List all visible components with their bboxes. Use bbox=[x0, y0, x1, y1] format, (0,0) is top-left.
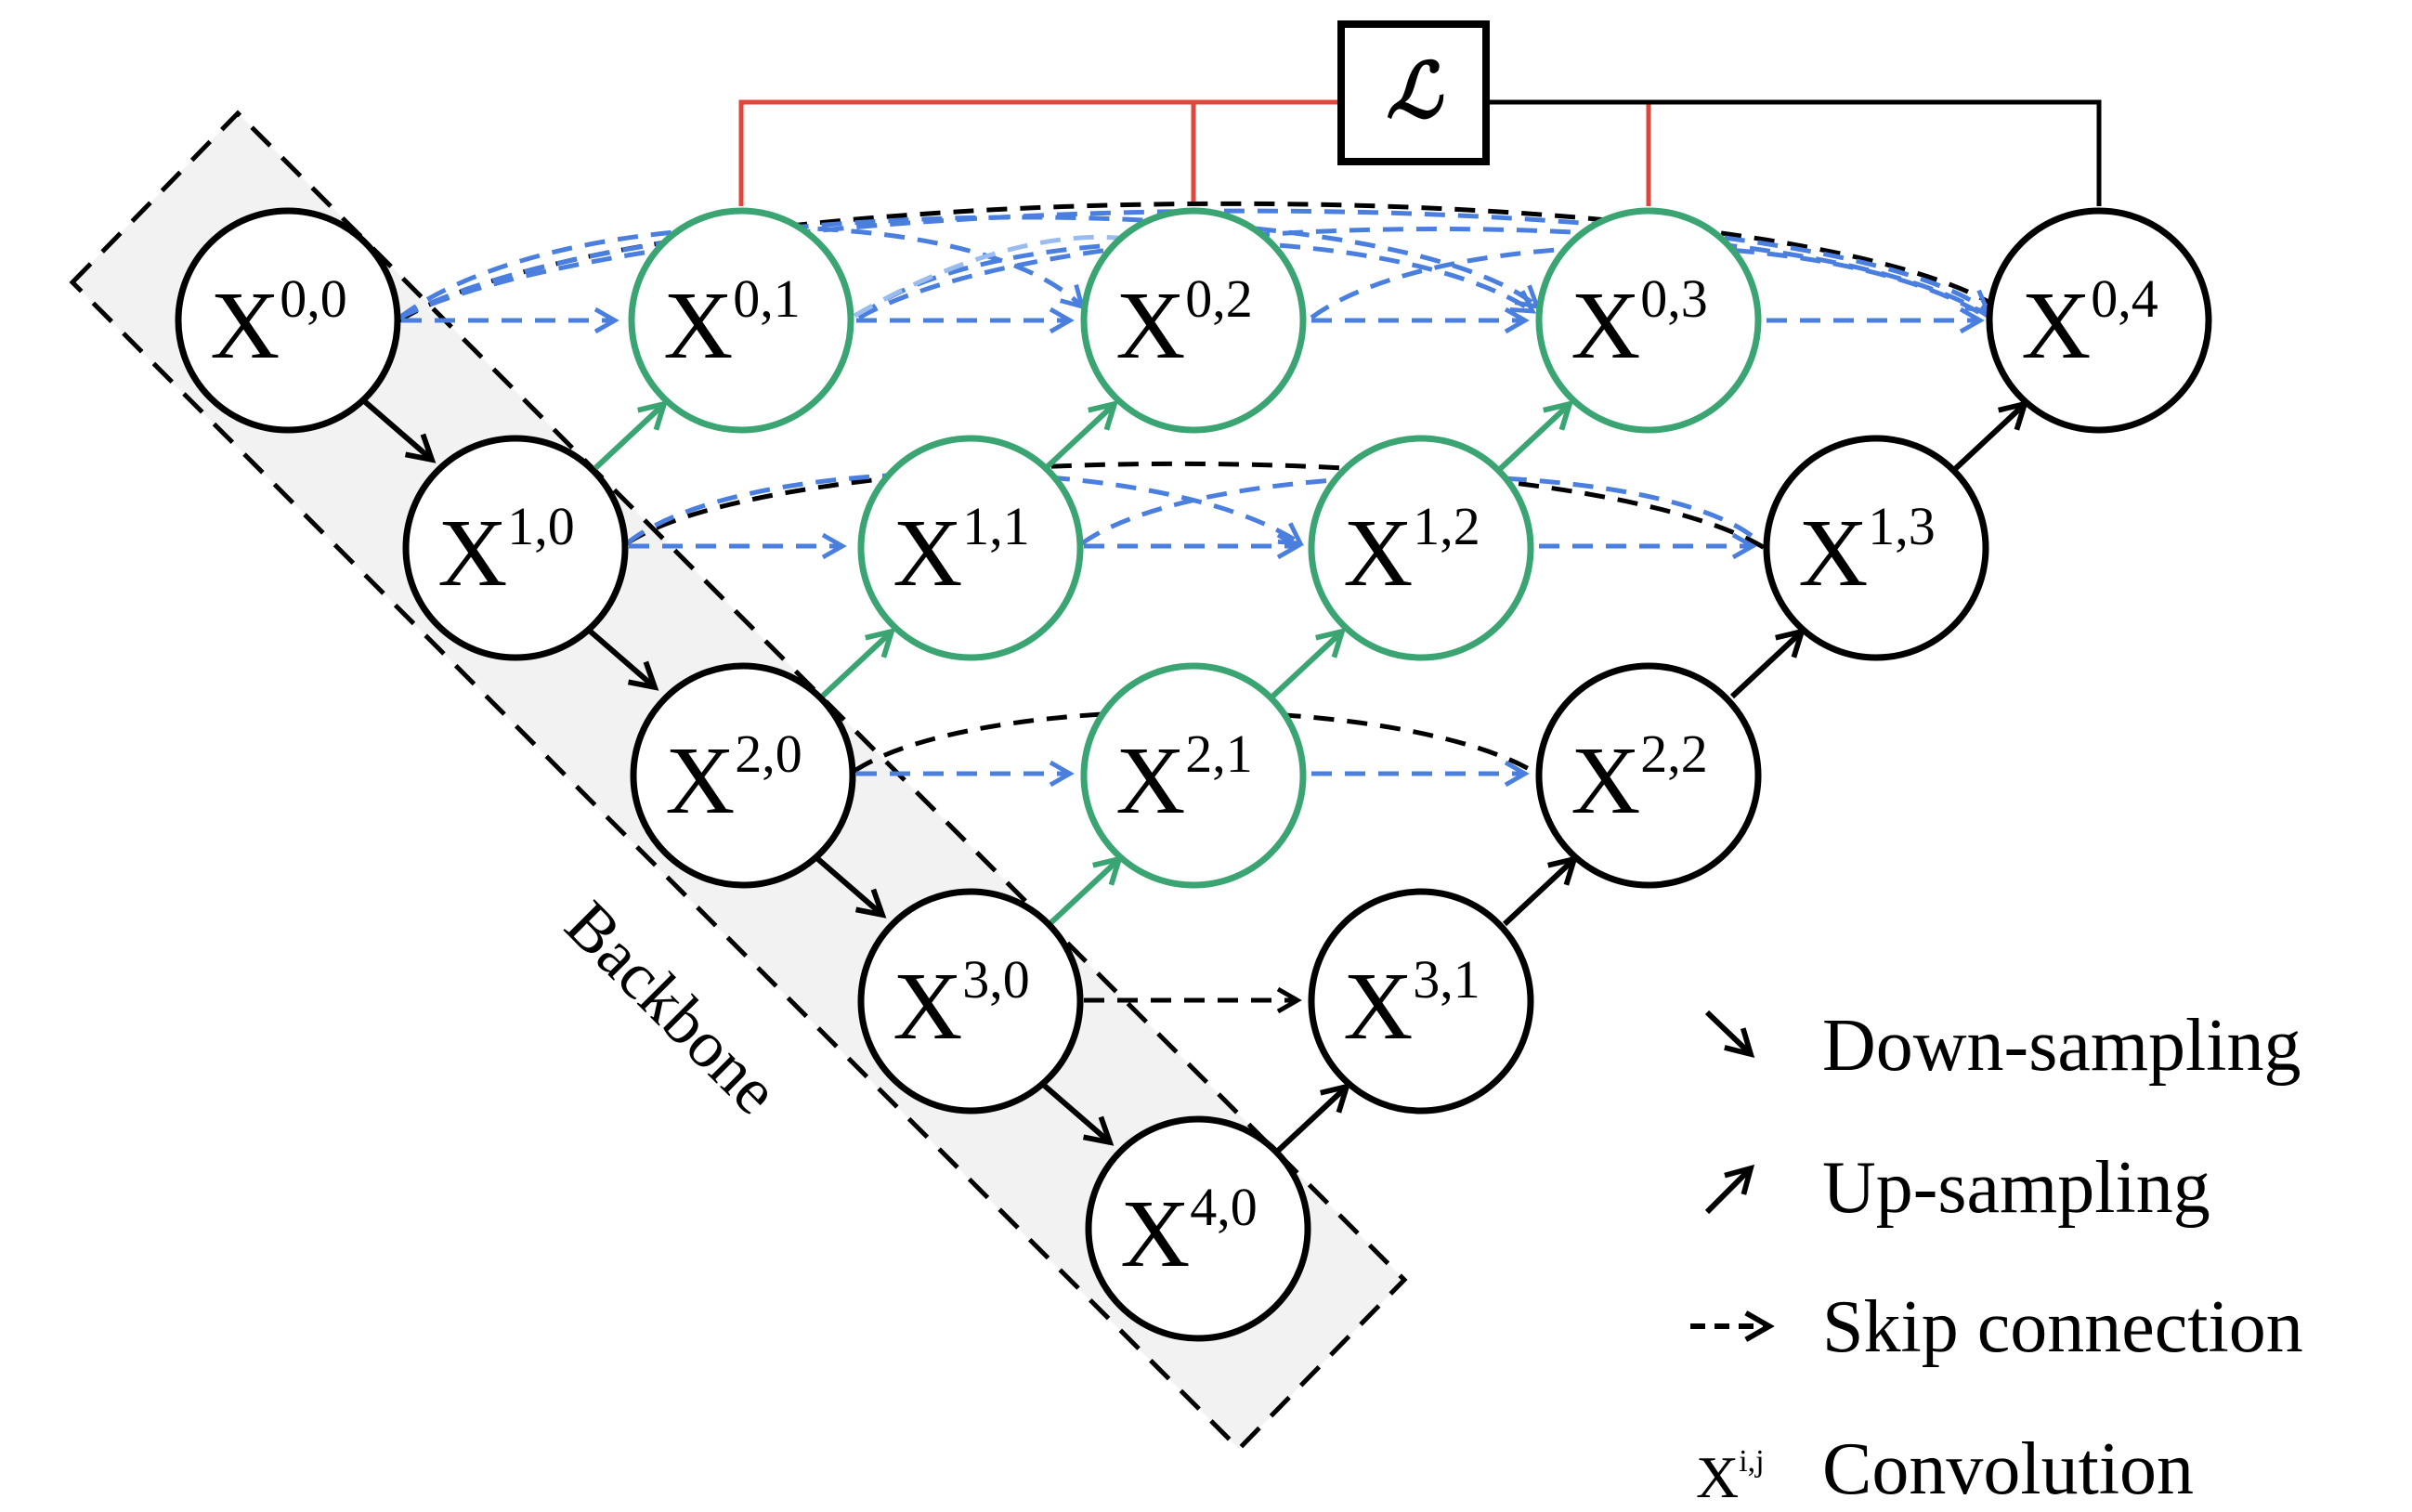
legend-conv-label: Convolution bbox=[1822, 1428, 2194, 1510]
node-label: X4,0 bbox=[1120, 1177, 1258, 1287]
node-x0-1: X0,1 bbox=[628, 207, 854, 434]
node-x3-0: X3,0 bbox=[857, 888, 1084, 1114]
legend-up-sampling: Up-sampling bbox=[1704, 1147, 2210, 1229]
legend-conv-symbol: Xi,j bbox=[1696, 1444, 1765, 1510]
node-circle bbox=[1085, 1115, 1311, 1342]
legend-down-label: Down-sampling bbox=[1822, 1005, 2301, 1087]
node-label: X2,2 bbox=[1571, 723, 1708, 834]
node-x4-0: X4,0 bbox=[1085, 1115, 1311, 1342]
node-x2-0: X2,0 bbox=[630, 662, 856, 889]
node-x1-0: X1,0 bbox=[402, 435, 629, 661]
down-arrow-icon bbox=[1704, 1010, 1755, 1059]
node-label: X0,3 bbox=[1571, 268, 1708, 379]
node-label: X1,2 bbox=[1343, 496, 1480, 606]
legend-skip-connection: Skip connection bbox=[1690, 1286, 2303, 1368]
node-circle bbox=[1080, 207, 1307, 434]
legend: Down-sampling Up-sampling Skip connectio… bbox=[1690, 1005, 2303, 1510]
node-label: X2,0 bbox=[665, 723, 802, 834]
node-label: X0,0 bbox=[210, 268, 347, 379]
nested-up-arrows bbox=[592, 400, 1574, 927]
node-x0-4: X0,4 bbox=[1986, 207, 2212, 434]
node-x1-1: X1,1 bbox=[857, 435, 1084, 661]
node-x1-3: X1,3 bbox=[1763, 435, 1989, 661]
node-x3-1: X3,1 bbox=[1308, 888, 1534, 1114]
node-circle bbox=[1986, 207, 2212, 434]
node-label: X0,1 bbox=[663, 268, 801, 379]
node-label: X3,0 bbox=[893, 949, 1030, 1060]
up-arrow-icon bbox=[1704, 1164, 1755, 1215]
node-circle bbox=[1763, 435, 1989, 661]
node-circle bbox=[1080, 662, 1307, 889]
node-label: X1,1 bbox=[893, 496, 1030, 606]
node-label: X0,2 bbox=[1115, 268, 1253, 379]
loss-box: ℒ bbox=[1337, 20, 1490, 165]
legend-down-sampling: Down-sampling bbox=[1704, 1005, 2301, 1087]
loss-connectors bbox=[738, 99, 2102, 206]
node-circle bbox=[857, 888, 1084, 1114]
node-label: X1,3 bbox=[1798, 496, 1936, 606]
loss-symbol: ℒ bbox=[1386, 49, 1443, 134]
node-label: X0,4 bbox=[2021, 268, 2158, 379]
node-x0-3: X0,3 bbox=[1535, 207, 1762, 434]
node-circle bbox=[1308, 435, 1534, 661]
skip-lines bbox=[401, 306, 1985, 1014]
legend-convolution: Xi,j Convolution bbox=[1696, 1428, 2194, 1510]
node-x2-1: X2,1 bbox=[1080, 662, 1307, 889]
node-circle bbox=[175, 207, 401, 434]
down-sampling-arrows bbox=[360, 397, 1115, 1146]
node-circle bbox=[1535, 207, 1762, 434]
node-circle bbox=[630, 662, 856, 889]
node-label: X2,1 bbox=[1115, 723, 1253, 834]
node-circle bbox=[628, 207, 854, 434]
node-label: X3,1 bbox=[1343, 949, 1480, 1060]
legend-up-label: Up-sampling bbox=[1822, 1147, 2210, 1229]
nodes-layer: X0,0X1,0X2,0X3,0X4,0 X0,1 X0,2 X0,3X1,1 X1,2… bbox=[175, 207, 2212, 1342]
node-circle bbox=[1535, 662, 1762, 889]
node-x0-0: X0,0 bbox=[175, 207, 401, 434]
node-circle bbox=[402, 435, 629, 661]
node-circle bbox=[1308, 888, 1534, 1114]
node-x1-2: X1,2 bbox=[1308, 435, 1534, 661]
legend-skip-label: Skip connection bbox=[1822, 1286, 2303, 1368]
node-x2-2: X2,2 bbox=[1535, 662, 1762, 889]
decoder-up-arrows bbox=[1274, 400, 2029, 1154]
node-circle bbox=[857, 435, 1084, 661]
node-x0-2: X0,2 bbox=[1080, 207, 1307, 434]
node-label: X1,0 bbox=[437, 496, 575, 606]
